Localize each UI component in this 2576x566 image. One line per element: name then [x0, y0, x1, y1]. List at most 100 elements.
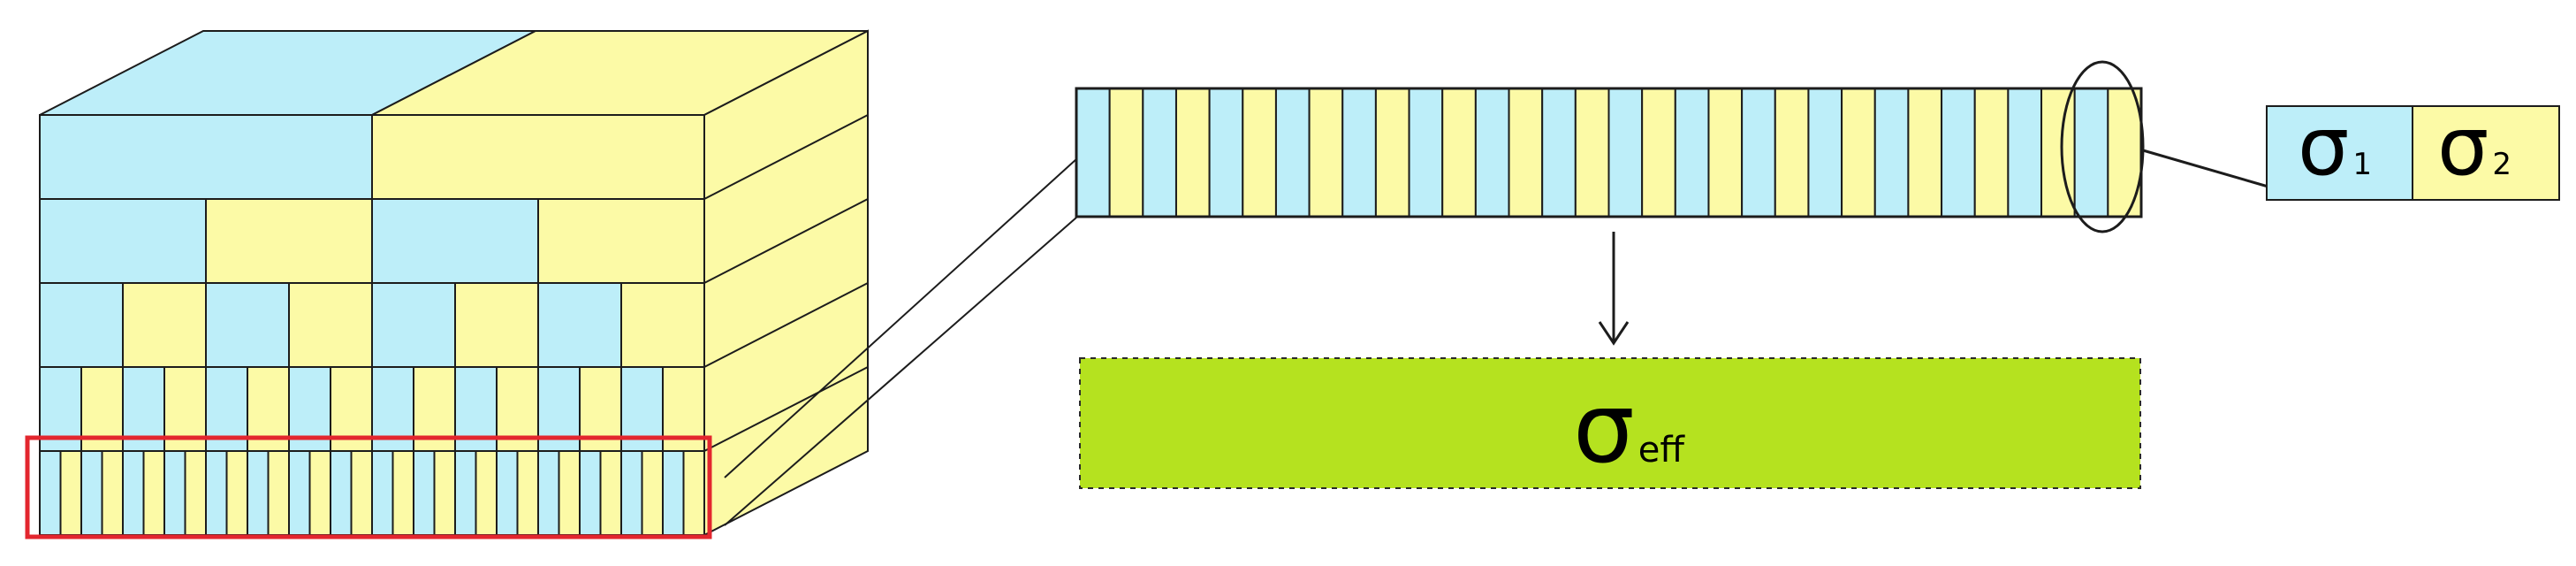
front-face-cell [101, 450, 124, 536]
zoomed-stripe [1607, 88, 1644, 218]
zoomed-stripe [1841, 88, 1876, 218]
right-face-panel [703, 29, 869, 537]
front-face-cell [350, 450, 373, 536]
front-face-cell [39, 198, 207, 284]
front-face-cell [39, 450, 62, 536]
effective-layer-box [1079, 357, 2141, 489]
front-face-cell [475, 450, 498, 536]
zoom-line-top [724, 158, 1077, 478]
zoomed-layer-border [1075, 87, 2143, 218]
front-face-cell [247, 450, 270, 536]
zoomed-stripe [1941, 88, 1976, 218]
zoomed-striped-layer [1075, 87, 2143, 218]
zoomed-stripe [1142, 88, 1177, 218]
front-face-cell [537, 198, 705, 284]
front-face-cell [433, 450, 456, 536]
right-face-layer-line [703, 282, 869, 368]
cube-front-face [39, 114, 705, 536]
zoomed-stripe [1174, 88, 1211, 218]
front-face-cell [142, 450, 165, 536]
front-face-cell [537, 282, 622, 368]
front-face-cell [288, 282, 373, 368]
zoomed-stripe [1474, 88, 1510, 218]
zoomed-stripe [1208, 88, 1244, 218]
sigma-eff-subscript: eff [1638, 430, 1686, 470]
front-face-cell [516, 450, 539, 536]
sigma2-cell [2412, 105, 2560, 201]
unit-cell-marker [2060, 60, 2145, 233]
front-face-cell [641, 450, 664, 536]
front-face-cell [662, 450, 685, 536]
front-face-cell [579, 450, 602, 536]
front-face-cell [80, 450, 103, 536]
front-face-cell [371, 114, 705, 200]
zoomed-stripe [1807, 88, 1843, 218]
front-face-cell [413, 450, 436, 536]
front-face-cell [39, 282, 124, 368]
cube-right-face [703, 29, 869, 537]
zoomed-stripe [1274, 88, 1311, 218]
zoomed-stripe [1408, 88, 1444, 218]
right-face-layer-line [703, 114, 869, 200]
front-face-cell [371, 198, 539, 284]
right-face-layer-line [703, 366, 869, 452]
unit-cell-pointer-line [2142, 149, 2272, 189]
front-face-cell [39, 114, 373, 200]
front-face-cell [371, 450, 394, 536]
front-face-cell [163, 450, 186, 536]
front-face-cell [454, 450, 477, 536]
front-face-cell [122, 282, 207, 368]
front-face-cell [184, 450, 207, 536]
zoomed-stripe [1641, 88, 1676, 218]
zoomed-stripe [1707, 88, 1744, 218]
zoomed-stripe [1441, 88, 1477, 218]
right-face-layer-line [703, 198, 869, 284]
zoomed-stripe [1873, 88, 1910, 218]
zoomed-stripe [1308, 88, 1344, 218]
zoomed-stripe [1508, 88, 1544, 218]
front-face-cell [288, 450, 311, 536]
front-face-cell [122, 450, 145, 536]
front-face-cell [496, 450, 519, 536]
sigma1-subscript: 1 [2352, 147, 2372, 182]
zoomed-stripe [1374, 88, 1410, 218]
zoomed-stripe [1341, 88, 1377, 218]
zoomed-stripe [1108, 88, 1144, 218]
front-face-cell [205, 282, 290, 368]
front-face-cell [558, 450, 581, 536]
zoomed-stripe [1242, 88, 1277, 218]
front-face-cell [391, 450, 414, 536]
front-face-cell [682, 450, 705, 536]
sigma2-subscript: 2 [2492, 147, 2511, 182]
selected-layer-highlight [25, 435, 712, 539]
zoomed-stripe [1075, 88, 1111, 218]
layered-cube [25, 29, 869, 539]
front-face-cell [225, 450, 248, 536]
front-face-cell [599, 450, 622, 536]
zoomed-stripe [2073, 88, 2109, 218]
zoomed-stripe [1674, 88, 1710, 218]
zoomed-stripe [1973, 88, 2010, 218]
front-face-cell [205, 450, 228, 536]
zoom-line-bottom [724, 217, 1077, 526]
front-face-cell [330, 450, 353, 536]
front-face-cell [454, 282, 539, 368]
front-face-cell [371, 282, 456, 368]
zoomed-stripe [1907, 88, 1943, 218]
zoomed-stripe [1774, 88, 1810, 218]
zoomed-stripe [1574, 88, 1610, 218]
front-face-cell [308, 450, 331, 536]
front-face-cell [620, 450, 643, 536]
front-face-cell [620, 282, 705, 368]
zoomed-stripe [2007, 88, 2043, 218]
front-face-cell [267, 450, 290, 536]
zoomed-stripe [1541, 88, 1577, 218]
front-face-cell [537, 450, 560, 536]
zoomed-stripe [1741, 88, 1776, 218]
